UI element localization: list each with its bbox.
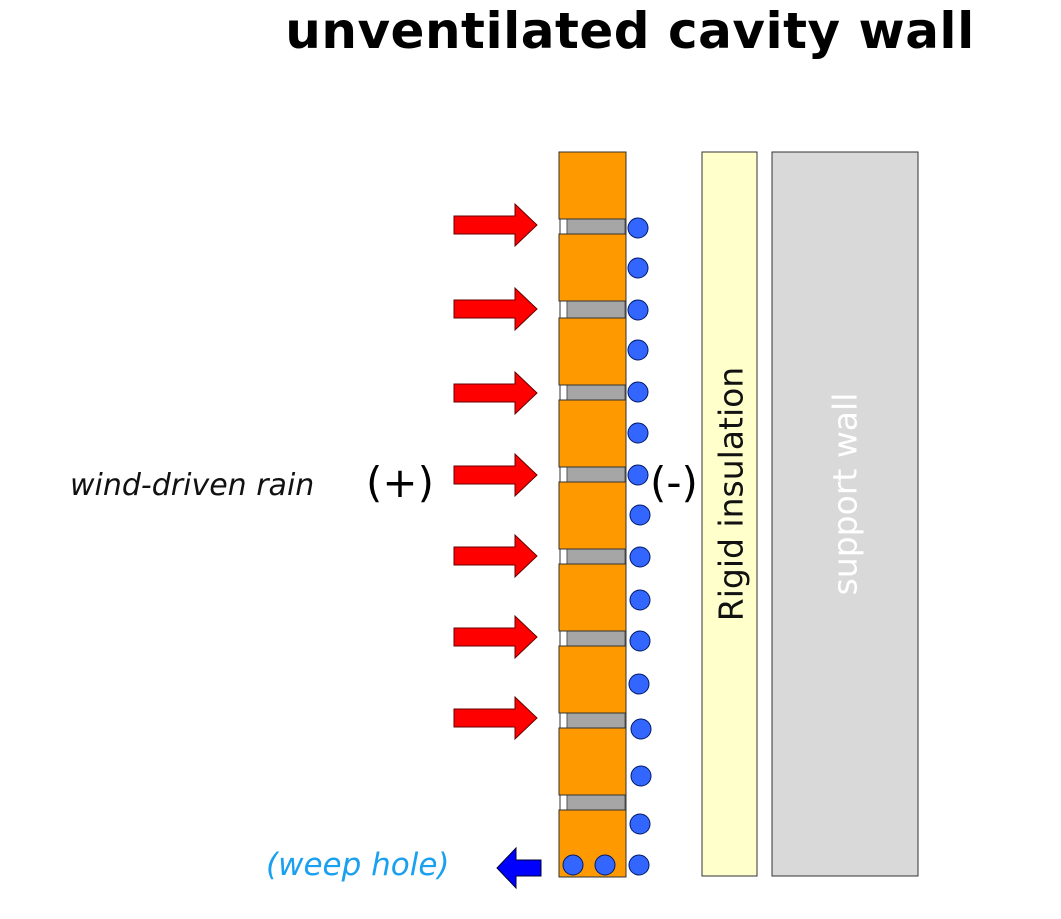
water-drop bbox=[594, 854, 616, 876]
support-wall-label: support wall bbox=[825, 392, 865, 596]
rain-arrow bbox=[453, 533, 538, 579]
water-drop bbox=[629, 813, 651, 835]
water-drop bbox=[627, 257, 649, 279]
mortar-joint bbox=[566, 630, 626, 647]
mortar-joint bbox=[566, 384, 626, 401]
rain-arrow bbox=[453, 614, 538, 660]
water-drop bbox=[627, 299, 649, 321]
water-drop bbox=[630, 718, 652, 740]
brick bbox=[558, 481, 627, 550]
weep-hole-arrow bbox=[496, 846, 542, 890]
rain-arrow bbox=[453, 370, 538, 416]
water-drop bbox=[629, 630, 651, 652]
brick bbox=[558, 399, 627, 468]
brick bbox=[558, 645, 627, 714]
water-drop bbox=[630, 765, 652, 787]
water-drop bbox=[628, 673, 650, 695]
mortar-joint bbox=[566, 218, 626, 235]
rain-arrow bbox=[453, 452, 538, 498]
brick bbox=[558, 233, 627, 302]
diagram-title: unventilated cavity wall bbox=[285, 2, 975, 60]
mortar-joint bbox=[566, 712, 626, 729]
water-drop bbox=[628, 854, 650, 876]
water-drop bbox=[627, 381, 649, 403]
brick bbox=[558, 151, 627, 220]
rain-arrow bbox=[453, 695, 538, 741]
negative-pressure-label: (-) bbox=[650, 458, 698, 507]
water-drop bbox=[629, 546, 651, 568]
support-wall bbox=[771, 151, 919, 877]
rigid-insulation bbox=[701, 151, 758, 877]
mortar-joint bbox=[566, 466, 626, 483]
positive-pressure-label: (+) bbox=[366, 458, 434, 507]
water-drop bbox=[627, 464, 649, 486]
insulation-label: Rigid insulation bbox=[711, 366, 751, 622]
mortar-joint bbox=[566, 548, 626, 565]
weep-hole-label: (weep hole) bbox=[266, 847, 450, 883]
rain-arrow bbox=[453, 202, 538, 248]
water-drop bbox=[627, 217, 649, 239]
wind-driven-rain-label: wind-driven rain bbox=[70, 468, 315, 503]
brick bbox=[558, 563, 627, 632]
mortar-joint bbox=[566, 300, 626, 319]
rain-arrow bbox=[453, 286, 538, 332]
water-drop bbox=[629, 589, 651, 611]
water-drop bbox=[562, 854, 584, 876]
brick bbox=[558, 317, 627, 386]
brick bbox=[558, 727, 627, 796]
mortar-joint bbox=[566, 794, 626, 811]
water-drop bbox=[629, 504, 651, 526]
water-drop bbox=[627, 339, 649, 361]
water-drop bbox=[627, 422, 649, 444]
